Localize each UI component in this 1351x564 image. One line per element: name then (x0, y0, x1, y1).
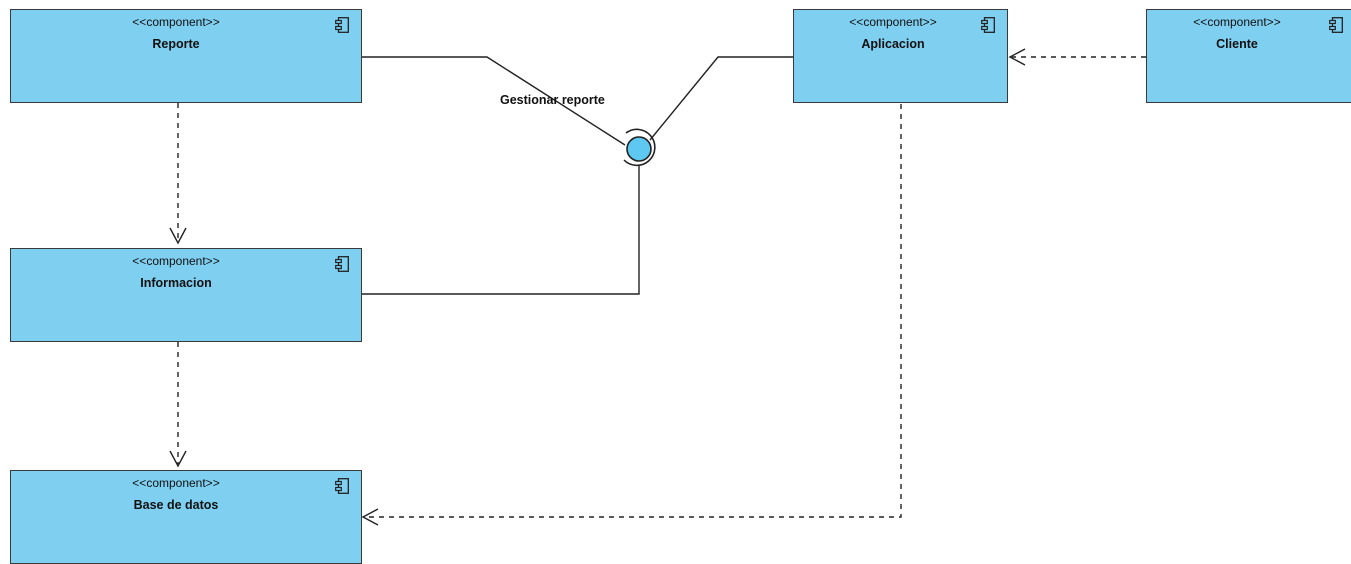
arrowhead-cliente-aplicacion (1008, 48, 1026, 66)
component-name: Reporte (152, 37, 200, 51)
component-cliente[interactable]: <<component>> Cliente (1146, 9, 1351, 103)
stereotype-label: <<component>> (132, 15, 220, 29)
stereotype-label: <<component>> (849, 15, 937, 29)
component-base-datos[interactable]: <<component>> Base de datos (10, 470, 362, 564)
interface-ball (626, 136, 652, 162)
component-icon (335, 478, 349, 494)
connector-informacion-interface (361, 166, 640, 295)
connector-reporte-interface (361, 56, 626, 146)
component-name: Base de datos (133, 498, 219, 512)
component-name: Aplicacion (861, 37, 925, 51)
component-icon (1329, 17, 1343, 33)
stereotype-label: <<component>> (132, 254, 220, 268)
stereotype-label: <<component>> (132, 476, 220, 490)
component-informacion[interactable]: <<component>> Informacion (10, 248, 362, 342)
arrowhead-reporte-informacion (169, 227, 187, 245)
component-name: Informacion (140, 276, 212, 290)
arrowhead-aplicacion-base-datos (361, 508, 379, 526)
dependency-aplicacion-base-datos (365, 104, 902, 518)
component-icon (335, 256, 349, 272)
connector-aplicacion-interface (649, 56, 793, 141)
arrowhead-informacion-base-datos (169, 450, 187, 468)
interface-label: Gestionar reporte (500, 93, 605, 107)
component-icon (981, 17, 995, 33)
component-icon (335, 17, 349, 33)
socket-arc (623, 128, 656, 167)
component-name: Cliente (1216, 37, 1258, 51)
component-reporte[interactable]: <<component>> Reporte (10, 9, 362, 103)
component-aplicacion[interactable]: <<component>> Aplicacion (793, 9, 1008, 103)
stereotype-label: <<component>> (1193, 15, 1281, 29)
